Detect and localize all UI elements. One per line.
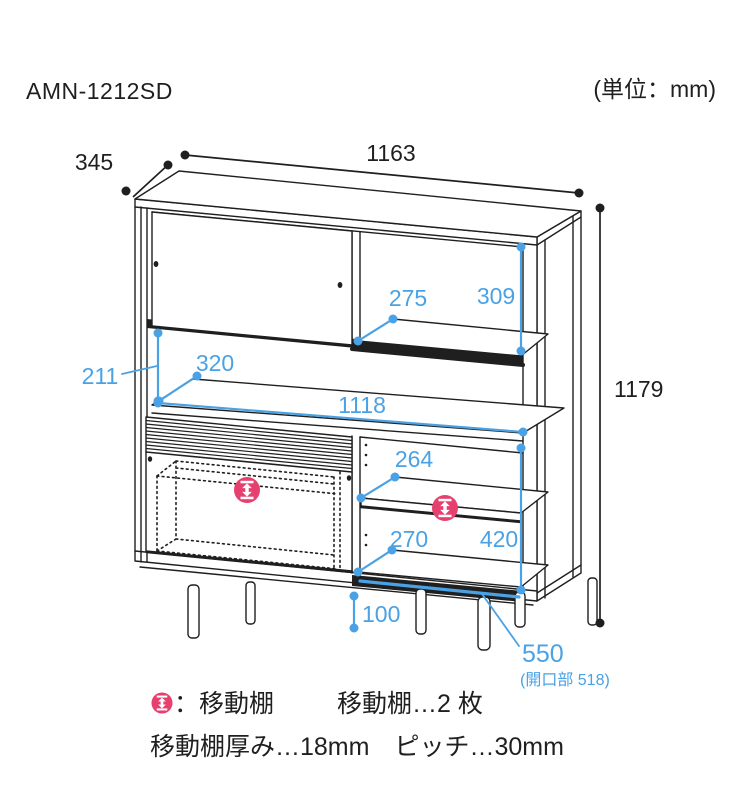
door-track-shadow (145, 550, 354, 574)
depth-dim-label: 345 (75, 149, 113, 175)
base-under-line (139, 566, 534, 606)
upper-sliding-door (151, 211, 353, 346)
legend-count: 移動棚…2 枚 (337, 690, 483, 718)
right-side-bottom-edge (536, 564, 582, 594)
bottom-depth-label: 270 (390, 526, 428, 552)
width-dim-line (184, 154, 580, 194)
counter-board-edge (151, 412, 524, 442)
overall-dimensions (121, 150, 605, 628)
leg (415, 588, 427, 635)
counter-width-label: 1118 (338, 392, 386, 418)
leg (187, 584, 200, 639)
lower-height-label: 420 (480, 526, 518, 552)
cabinet-top-face (134, 170, 582, 238)
legend-spec: 移動棚厚み…18mm ピッチ…30mm (150, 733, 564, 761)
top-board-edge (134, 206, 538, 246)
opening-width-label: 550 (522, 640, 564, 668)
top-height-label: 309 (477, 283, 515, 309)
opening-note-label: (開口部 518) (520, 671, 610, 689)
internal-dimensions (121, 242, 528, 647)
leg (477, 596, 491, 651)
counter-height-label: 211 (82, 363, 119, 389)
movable-shelf-icon (234, 477, 260, 503)
movable-shelf-icon (432, 495, 458, 521)
louver-slats (145, 419, 353, 473)
door-knob (337, 282, 343, 288)
depth-dim-line (132, 162, 171, 198)
counter-depth-label: 320 (196, 350, 234, 376)
leg (245, 581, 256, 625)
door-knob (153, 261, 159, 267)
height-dim-label: 1179 (614, 376, 663, 402)
door-knob (346, 475, 352, 481)
top-compartment-floor-front-edge (350, 347, 525, 367)
door-knob (147, 456, 153, 462)
legend: ：移動棚 移動棚…2 枚 移動棚厚み…18mm ピッチ…30mm (150, 690, 564, 761)
model-number-title: AMN-1212SD (26, 78, 173, 104)
movable-shelf-legend-icon (151, 692, 173, 714)
cabinet-legs (187, 577, 598, 651)
shelf-pin-holes (364, 443, 368, 547)
hidden-interior-dashed-lines (156, 460, 341, 571)
shelf-depth-label: 264 (395, 446, 434, 472)
unit-note: (単位：mm) (593, 76, 716, 102)
leg (587, 577, 598, 626)
width-dim-label: 1163 (366, 140, 415, 166)
lower-right-ceiling-line (359, 436, 524, 454)
legend-term: ：移動棚 (174, 690, 274, 718)
leg-height-label: 100 (362, 601, 400, 627)
top-depth-label: 275 (389, 285, 427, 311)
